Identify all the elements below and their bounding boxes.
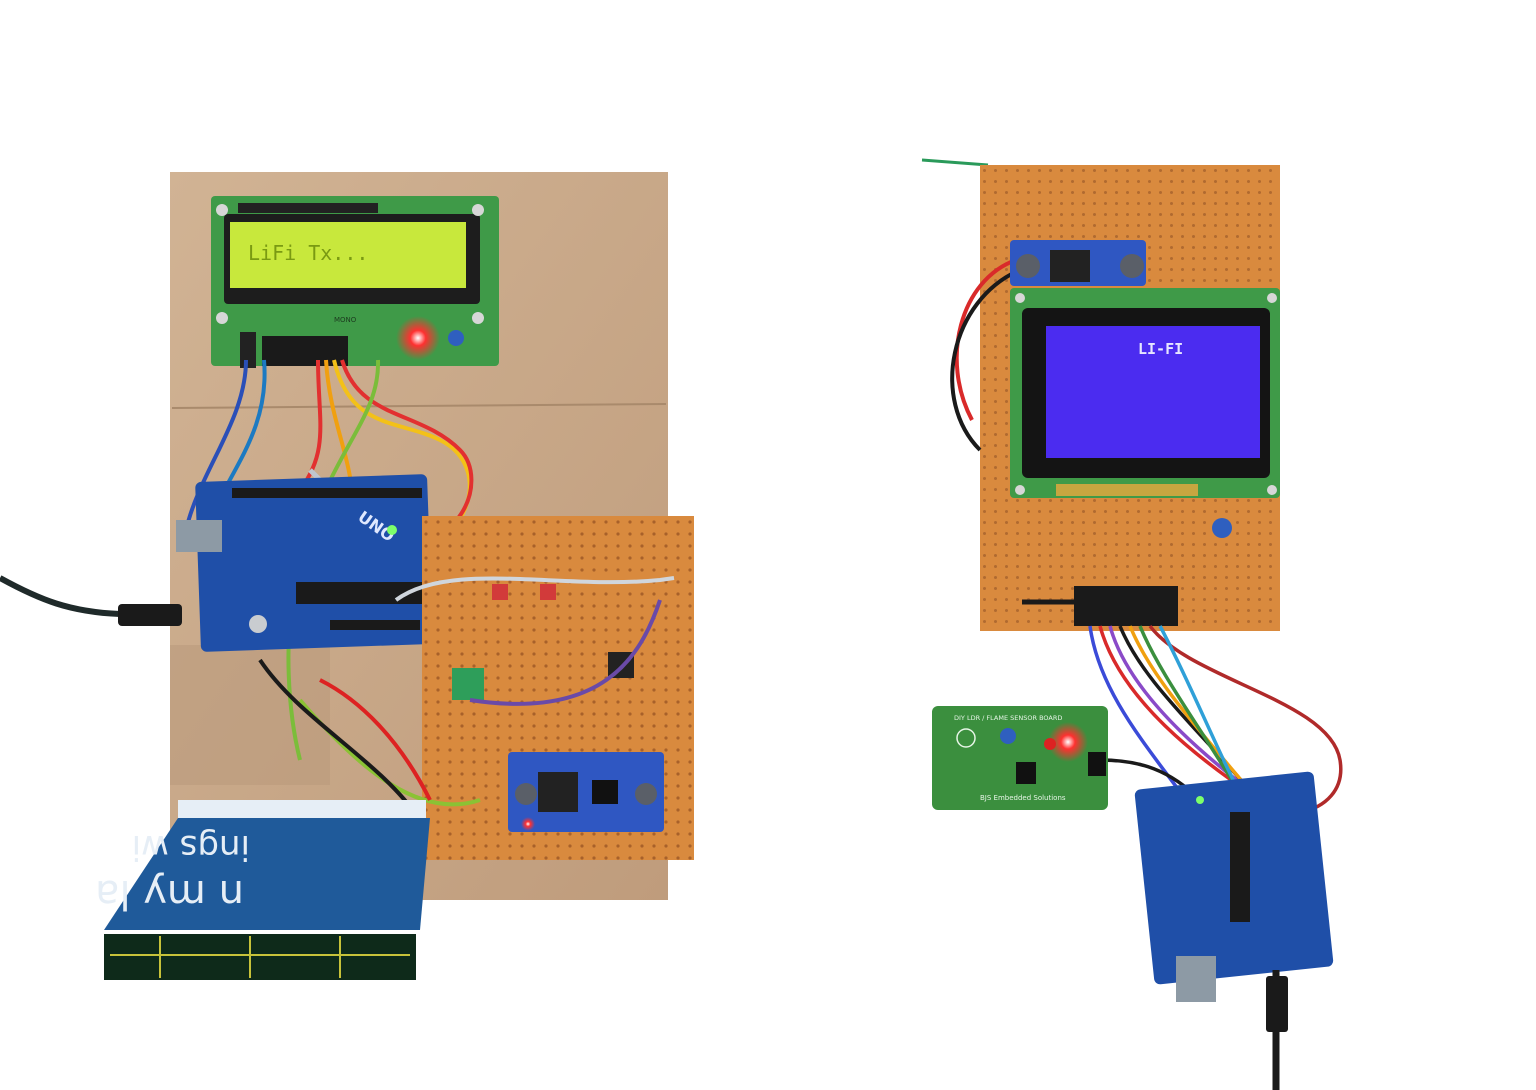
contrast-potentiometer xyxy=(1212,518,1232,538)
paper-text-line-2: n my la xyxy=(95,871,244,917)
sensor-red-led xyxy=(1048,722,1088,762)
receiver-arduino-board xyxy=(1134,771,1334,1002)
lcd-16x2-module: LiFi Tx... MONO xyxy=(211,196,499,368)
dc-power-cable xyxy=(0,575,121,617)
ldr-sensor-board: DIY LDR / FLAME SENSOR BOARD BJS Embedde… xyxy=(932,706,1108,810)
glcd-screen xyxy=(1046,326,1260,458)
red-led-indicator xyxy=(396,316,440,360)
graphic-lcd-module: LI-FI xyxy=(1010,288,1280,498)
transmitter-perfboard xyxy=(422,516,694,860)
arduino-uno-board: UNO xyxy=(176,474,433,652)
sensor-board-vendor: BJS Embedded Solutions xyxy=(980,794,1066,802)
transmitter-assembly: LiFi Tx... MONO xyxy=(0,172,694,980)
paper-text-line-1: ings wi xyxy=(132,827,250,867)
printed-paper-sheet: ings wi n my la xyxy=(95,800,430,980)
lcd-model-label: MONO xyxy=(334,316,357,324)
lcd-screen xyxy=(230,222,466,288)
receiver-assembly: LI-FI DIY LDR / FLAME SENSOR B xyxy=(921,158,1343,1090)
lcd-text: LiFi Tx... xyxy=(248,241,368,265)
sensor-board-title: DIY LDR / FLAME SENSOR BOARD xyxy=(954,714,1062,722)
glcd-text: LI-FI xyxy=(1138,340,1183,358)
perfboard-wires xyxy=(258,576,675,822)
